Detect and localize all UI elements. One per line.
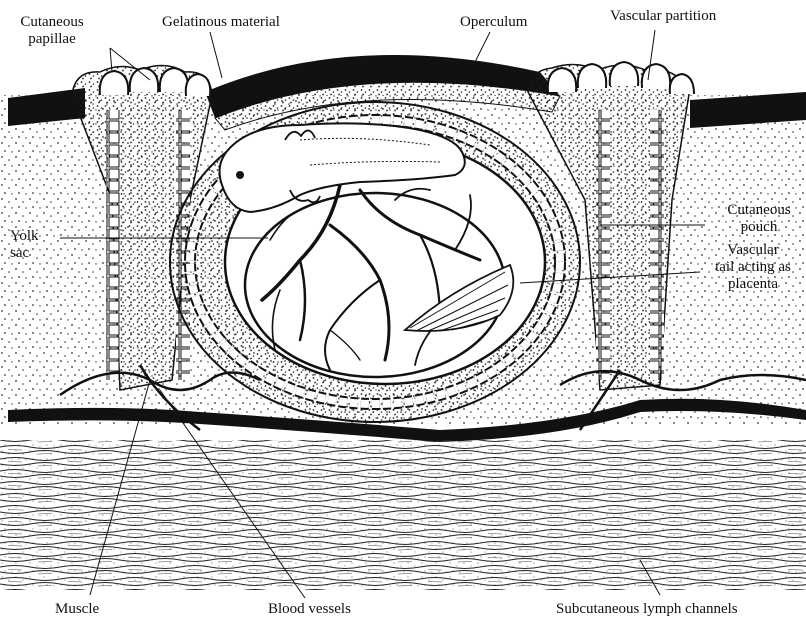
label-vascular-tail-line3: placenta: [700, 276, 806, 293]
label-yolk-sac: Yolk sac: [10, 228, 39, 262]
label-cutaneous-papillae-line1: Cutaneous: [8, 14, 96, 31]
label-cutaneous-pouch-line2: pouch: [712, 219, 806, 236]
label-cutaneous-pouch-line1: Cutaneous: [712, 202, 806, 219]
label-vascular-tail-line2: tail acting as: [700, 259, 806, 276]
label-cutaneous-papillae-line2: papillae: [8, 31, 96, 48]
label-subcutaneous-lymph-channels: Subcutaneous lymph channels: [556, 601, 738, 618]
label-cutaneous-papillae: Cutaneous papillae: [8, 14, 96, 48]
label-cutaneous-pouch: Cutaneous pouch: [712, 202, 806, 236]
label-yolk-sac-line2: sac: [10, 245, 39, 262]
muscle-layer-overlay: [0, 440, 806, 590]
label-gelatinous-material: Gelatinous material: [162, 14, 280, 31]
label-vascular-tail: Vascular tail acting as placenta: [700, 242, 806, 293]
right-epithelium-cells: [596, 110, 610, 380]
label-blood-vessels: Blood vessels: [268, 601, 351, 618]
left-epithelium-cells: [106, 110, 120, 380]
right-epithelium-cells-2: [650, 110, 664, 380]
label-yolk-sac-line1: Yolk: [10, 228, 39, 245]
label-vascular-tail-line1: Vascular: [700, 242, 806, 259]
label-vascular-partition: Vascular partition: [610, 8, 716, 25]
label-muscle: Muscle: [55, 601, 99, 618]
label-operculum: Operculum: [460, 14, 527, 31]
